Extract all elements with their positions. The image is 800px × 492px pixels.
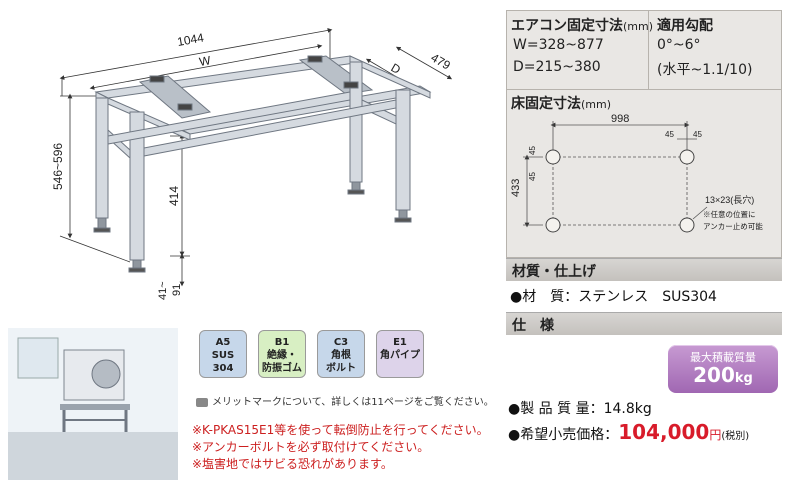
floor-unit: (mm) (581, 98, 612, 111)
dim-inner-height: 414 (167, 186, 181, 206)
badge-a5: A5 SUS 304 (199, 330, 247, 378)
dim-height: 546~596 (51, 143, 65, 190)
mount-w: W=328~877 (513, 37, 604, 53)
spec-box: エアコン固定寸法(mm) W=328~877 D=215~380 適用勾配 0°… (506, 10, 782, 258)
floor-offset: 45 (693, 130, 702, 139)
mount-title: エアコン固定寸法(mm) (511, 15, 653, 35)
weight-line: ●製 品 質 量：14.8kg (508, 401, 652, 417)
max-load-label: 最大積載質量 (690, 351, 756, 364)
divider (507, 89, 781, 90)
badge-line: 304 (212, 363, 234, 374)
specs-bar-title: 仕 様 (512, 318, 554, 334)
mount-title-text: エアコン固定寸法 (511, 18, 623, 34)
hole-note-2: ※任意の位置に (703, 209, 756, 219)
divider (648, 11, 649, 89)
badge-c3: C3 角根 ボルト (317, 330, 365, 378)
merit-note: メリットマークについて、詳しくは11ページをご覧ください。 (196, 393, 494, 408)
dim-foot-top: 41~ (157, 281, 169, 300)
hole-note-3: アンカー止め可能 (703, 221, 763, 231)
floor-plan-diagram: 998 433 45 45 45 45 13×23(長穴) ※任意の位置に アン… (510, 113, 763, 233)
max-load-value: 200 (693, 363, 735, 387)
badge-b1: B1 絶縁・ 防振ゴム (258, 330, 306, 378)
max-load-badge: 最大積載質量 200kg (668, 345, 778, 393)
floor-width: 998 (611, 113, 629, 125)
price-line: ●希望小売価格：104,000円(税別) (508, 420, 749, 444)
badge-line: 角根 (331, 350, 351, 361)
badge-line: 防振ゴム (262, 363, 302, 374)
dim-foot-bottom: 91 (171, 284, 183, 296)
floor-title-text: 床固定寸法 (511, 96, 581, 112)
floor-depth: 433 (510, 179, 522, 197)
mount-unit: (mm) (623, 20, 654, 33)
material-bar-title: 材質・仕上げ (512, 264, 596, 280)
badge-code: E1 (393, 337, 407, 348)
specs-bar: 仕 様 (506, 312, 782, 335)
max-load-unit: kg (734, 371, 753, 386)
note-line: ※塩害地ではサビる恐れがあります。 (192, 457, 393, 471)
badge-code: B1 (274, 337, 290, 348)
badge-code: A5 (215, 337, 231, 348)
floor-offset: 45 (528, 172, 537, 181)
badge-line: 絶縁・ (267, 350, 297, 361)
installation-illustration (8, 328, 178, 480)
price-value: 104,000 (618, 420, 710, 444)
dim-width-total: 1044 (176, 30, 205, 48)
floor-offset: 45 (528, 146, 537, 155)
badge-line: ボルト (326, 363, 356, 374)
price-unit: 円 (709, 428, 722, 442)
floor-title: 床固定寸法(mm) (511, 93, 611, 113)
badge-e1: E1 角パイプ (376, 330, 424, 378)
material-line: ●材 質：ステンレス SUS304 (510, 289, 717, 305)
price-tax: (税別) (721, 431, 750, 442)
price-label: ●希望小売価格： (508, 427, 619, 443)
slope-title: 適用勾配 (657, 18, 713, 34)
badge-code: C3 (333, 337, 349, 348)
merit-note-text: メリットマークについて、詳しくは11ページをご覧ください。 (212, 397, 494, 408)
merit-mark-icon (196, 397, 208, 407)
material-bar: 材質・仕上げ (506, 258, 782, 281)
badge-line: SUS (211, 350, 235, 361)
max-load-value-wrap: 200kg (668, 363, 778, 387)
hole-note: 13×23(長穴) (705, 194, 754, 205)
note-line: ※アンカーボルトを必ず取付けてください。 (192, 440, 430, 454)
dim-depth: 479 (429, 50, 454, 72)
floor-offset: 45 (665, 130, 674, 139)
slope-ratio: (水平~1.1/10) (657, 62, 753, 78)
mount-d: D=215~380 (513, 59, 601, 75)
stand-technical-drawing: 1044 W D 479 546~596 414 41~ 91 (51, 28, 454, 300)
note-line: ※K-PKAS15E1等を使って転倒防止を行ってください。 (192, 423, 489, 437)
badge-line: 角パイプ (380, 350, 420, 361)
dim-w: W (198, 53, 212, 69)
slope-deg: 0°~6° (657, 37, 701, 53)
